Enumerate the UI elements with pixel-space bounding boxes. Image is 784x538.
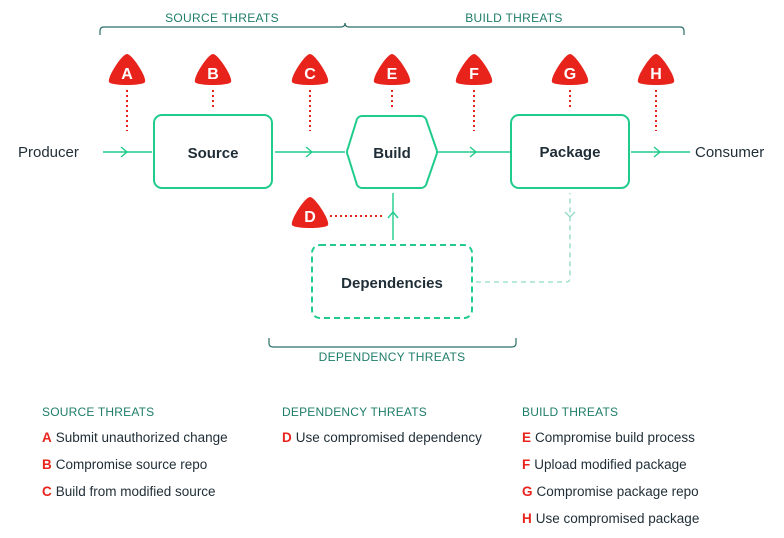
build-threats-label: BUILD THREATS [465, 11, 562, 25]
legend-letter: A [42, 430, 52, 445]
source-node: Source [153, 114, 273, 189]
svg-text:C: C [304, 66, 316, 83]
source-threats-bracket [99, 22, 346, 35]
legend-text: Use compromised dependency [295, 430, 482, 445]
legend-heading: SOURCE THREATS [42, 405, 155, 419]
svg-text:E: E [387, 66, 398, 83]
dependency-threats-label: DEPENDENCY THREATS [319, 350, 466, 364]
threat-b-marker: B [194, 54, 232, 85]
source-node-label: Source [188, 145, 239, 162]
threat-f-marker: F [455, 54, 493, 85]
svg-text:H: H [650, 66, 662, 83]
source-threats-label: SOURCE THREATS [165, 11, 279, 25]
threat-c-marker: C [291, 54, 329, 85]
svg-text:F: F [469, 66, 479, 83]
build-to-package-arrow [438, 146, 510, 158]
threat-h-marker: H [637, 54, 675, 85]
legend-heading: DEPENDENCY THREATS [282, 405, 427, 419]
legend-letter: F [522, 457, 531, 472]
producer-label: Producer [18, 144, 79, 161]
svg-text:A: A [121, 66, 133, 83]
producer-to-source-arrow [103, 146, 152, 158]
svg-text:D: D [304, 209, 316, 226]
legend-text: Compromise build process [535, 430, 695, 445]
package-to-consumer-arrow [631, 146, 690, 158]
legend-text: Upload modified package [534, 457, 687, 472]
source-to-build-arrow [275, 146, 345, 158]
legend-heading: BUILD THREATS [522, 405, 619, 419]
threat-d-marker: D [291, 197, 329, 228]
build-node-label: Build [373, 145, 411, 162]
build-threats-bracket [344, 22, 685, 35]
legend-letter: C [42, 484, 52, 499]
threat-g-marker: G [551, 54, 589, 85]
legend-letter: B [42, 457, 52, 472]
legend-text: Compromise source repo [55, 457, 208, 472]
legend-text: Submit unauthorized change [55, 430, 228, 445]
legend-text: Compromise package repo [536, 484, 699, 499]
package-node: Package [510, 114, 630, 189]
legend-text: Build from modified source [55, 484, 216, 499]
threat-a-marker: A [108, 54, 146, 85]
svg-text:B: B [207, 66, 219, 83]
dependencies-node-label: Dependencies [341, 275, 443, 292]
legend-letter: H [522, 511, 532, 526]
dependencies-node: Dependencies [311, 244, 473, 319]
threat-e-marker: E [373, 54, 411, 85]
dependency-threats-bracket [268, 338, 517, 348]
build-node: Build [346, 115, 438, 189]
legend-text: Use compromised package [535, 511, 700, 526]
legend-letter: G [522, 484, 533, 499]
legend-letter: D [282, 430, 292, 445]
legend-letter: E [522, 430, 532, 445]
dependencies-to-build-arrow [387, 193, 399, 240]
package-node-label: Package [540, 144, 601, 161]
package-to-dependencies-link [476, 193, 576, 283]
consumer-label: Consumer [695, 144, 764, 161]
svg-text:G: G [564, 66, 576, 83]
